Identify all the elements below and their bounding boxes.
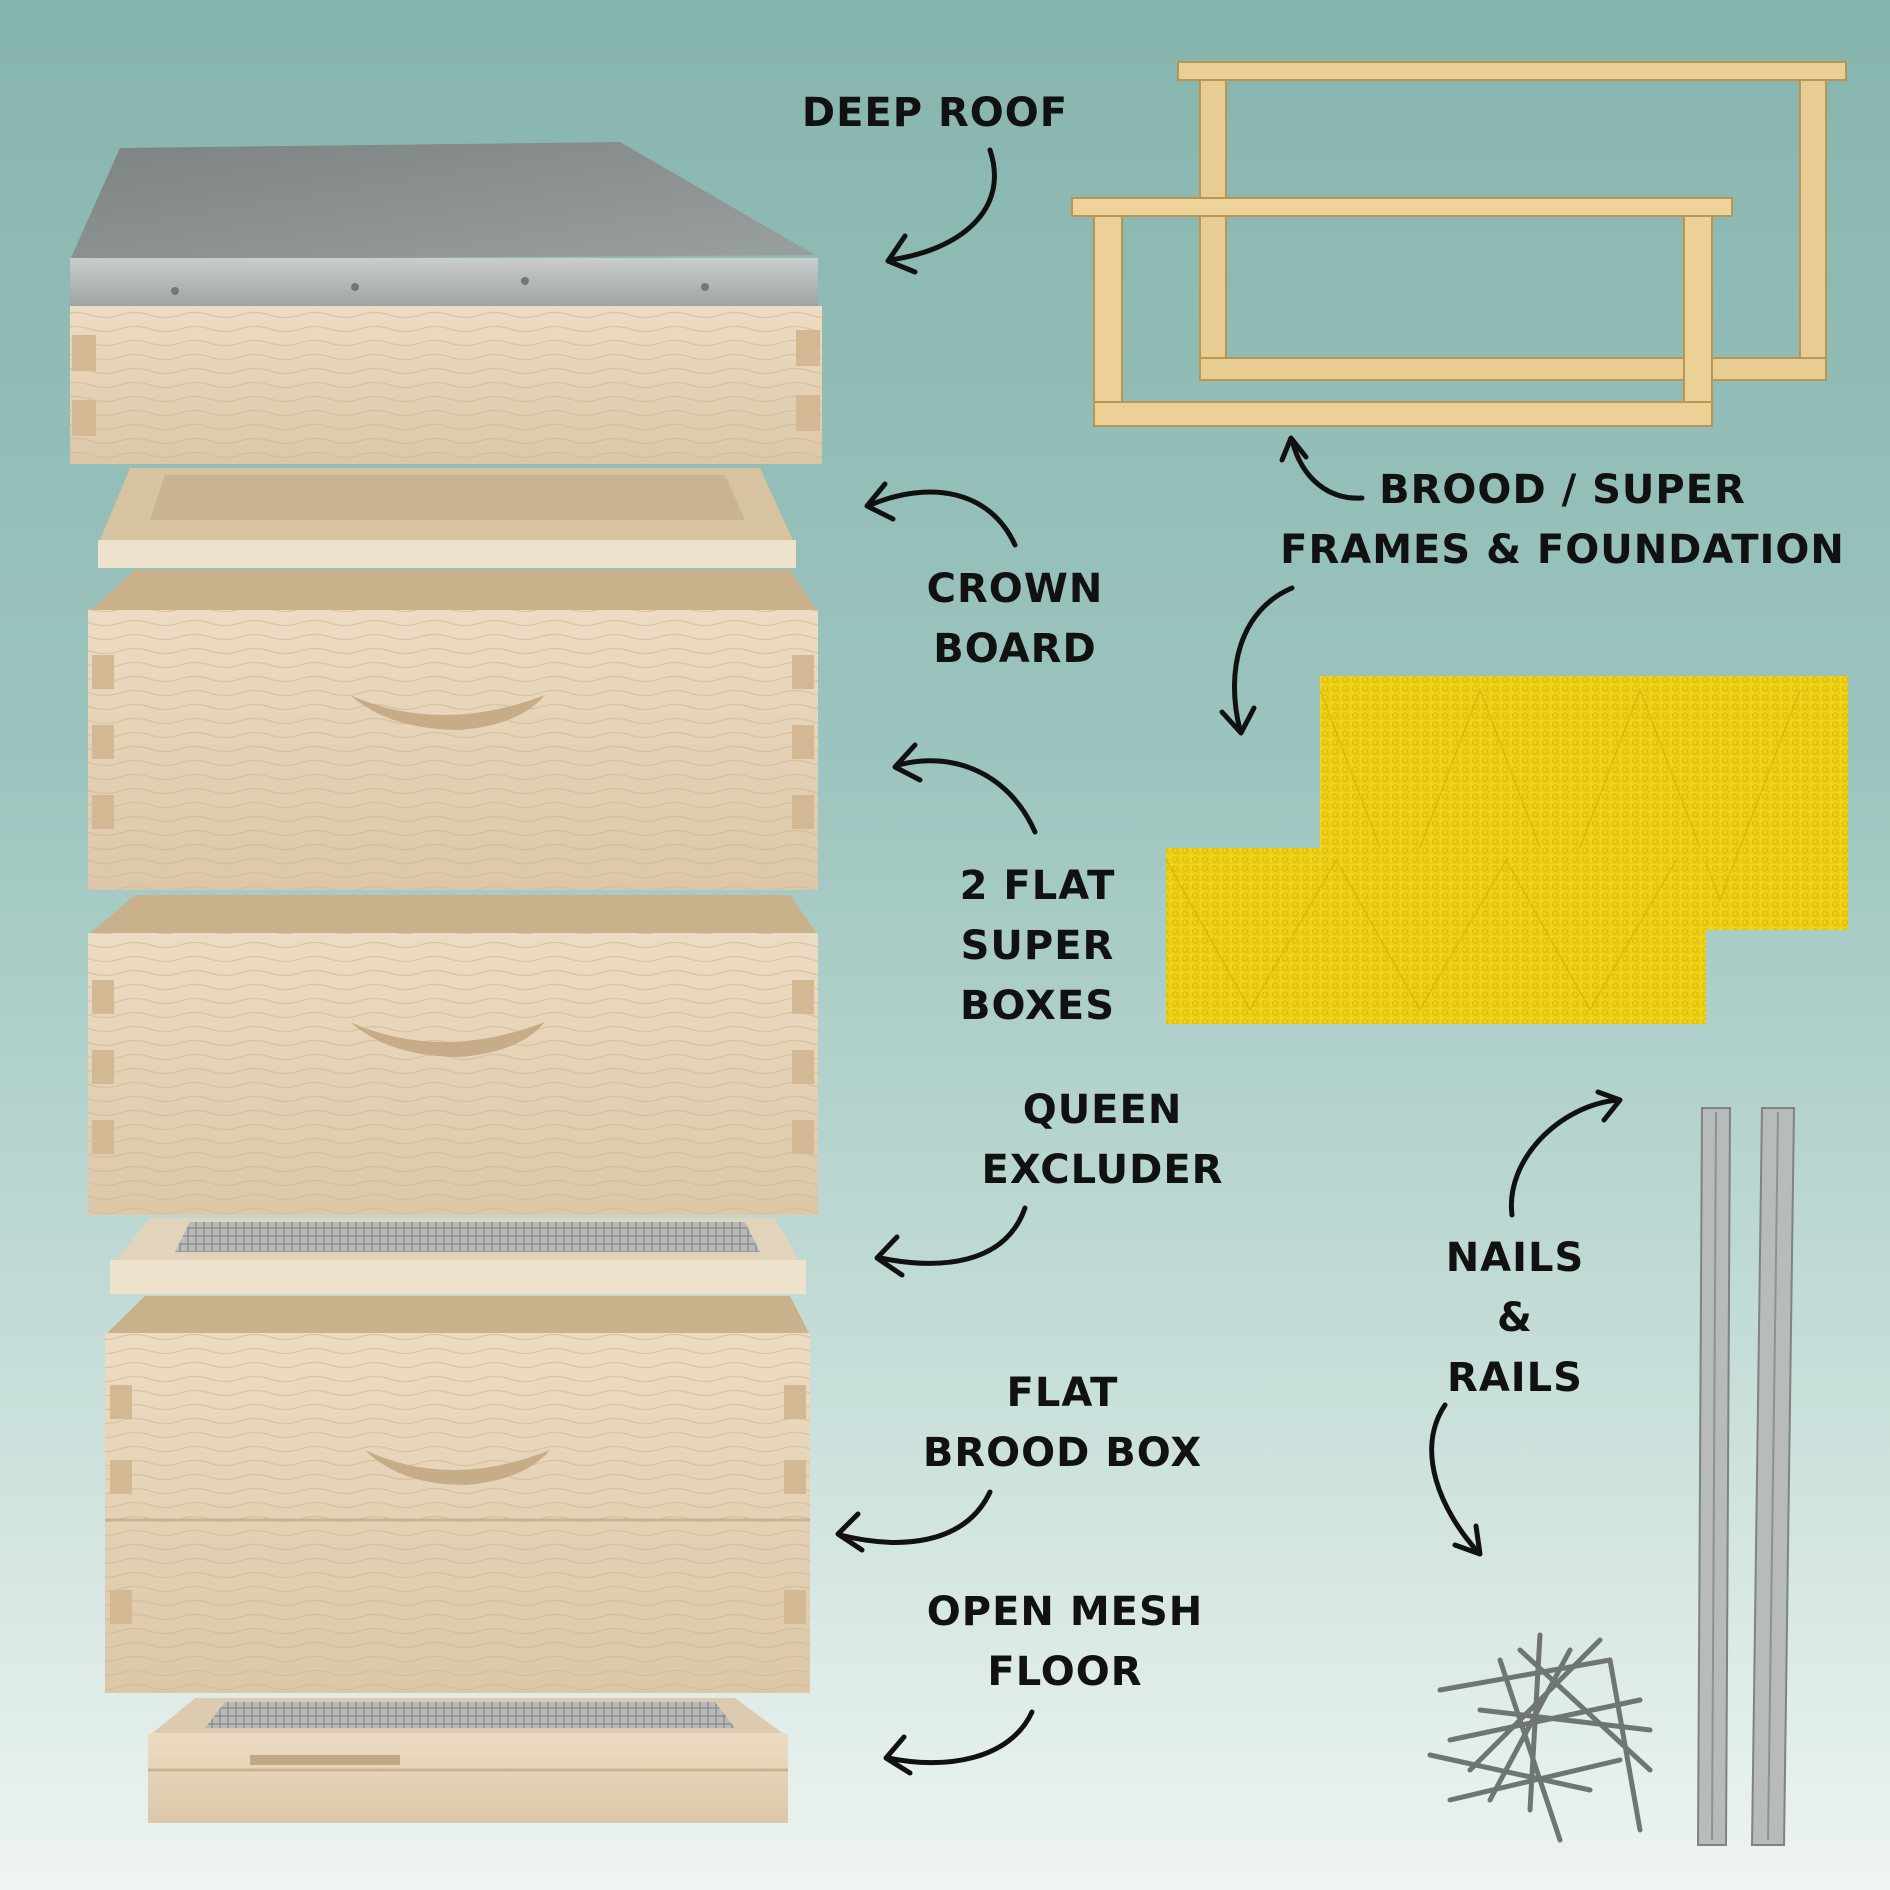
arrow-crown-board [864, 481, 1018, 548]
label-line: EXCLUDER [981, 1147, 1224, 1193]
arrow-brood-box [835, 1489, 993, 1553]
queen-excluder-image [110, 1218, 806, 1294]
label-deep-roof-text: DEEP ROOF [801, 90, 1069, 136]
arrow-super-boxes [892, 742, 1038, 835]
label-open-mesh-floor: OPEN MESH FLOOR [905, 1582, 1225, 1702]
label-line: QUEEN [1022, 1087, 1183, 1133]
label-line: FLAT [1006, 1370, 1119, 1416]
rails-image [1696, 1107, 1796, 1846]
arrow-nails [1429, 1402, 1483, 1557]
label-line: BROOD BOX [922, 1430, 1203, 1476]
label-line: 2 FLAT [959, 863, 1116, 909]
label-line: SUPER [960, 923, 1115, 969]
label-flat-super-boxes: 2 FLAT SUPER BOXES [930, 856, 1145, 1036]
label-deep-roof: DEEP ROOF [790, 83, 1080, 143]
super-box-1-image [88, 570, 818, 890]
label-line: OPEN MESH [926, 1589, 1204, 1635]
label-line: NAILS [1445, 1235, 1585, 1281]
arrow-mesh-floor [883, 1709, 1035, 1776]
nails-image [1427, 1632, 1653, 1843]
label-line: & [1497, 1295, 1533, 1341]
arrow-deep-roof [885, 147, 997, 275]
label-line: FLOOR [987, 1649, 1143, 1695]
label-line: BOXES [959, 983, 1116, 1029]
label-crown-board: CROWN BOARD [900, 559, 1130, 679]
label-queen-excluder: QUEEN EXCLUDER [950, 1080, 1255, 1200]
foundation-sheets-image [1165, 676, 1848, 1024]
deep-roof-image [70, 142, 822, 464]
brood-box-image [105, 1296, 810, 1693]
label-line: FRAMES & FOUNDATION [1280, 527, 1845, 573]
crown-board-image [98, 468, 796, 568]
label-frames-foundation: BROOD / SUPER FRAMES & FOUNDATION [1275, 460, 1850, 580]
label-nails-rails: NAILS & RAILS [1415, 1228, 1615, 1408]
arrow-rails [1508, 1089, 1623, 1218]
open-mesh-floor-image [148, 1698, 788, 1823]
arrow-queen-excluder [874, 1205, 1028, 1278]
label-line: BOARD [933, 626, 1097, 672]
label-line: RAILS [1447, 1355, 1583, 1401]
arrow-foundation [1219, 585, 1295, 736]
label-line: BROOD / SUPER [1379, 467, 1746, 513]
arrow-frames [1279, 435, 1365, 501]
label-flat-brood-box: FLAT BROOD BOX [890, 1363, 1235, 1483]
frames-image [1071, 61, 1847, 427]
super-box-2-image [88, 895, 818, 1215]
label-line: CROWN [926, 566, 1104, 612]
